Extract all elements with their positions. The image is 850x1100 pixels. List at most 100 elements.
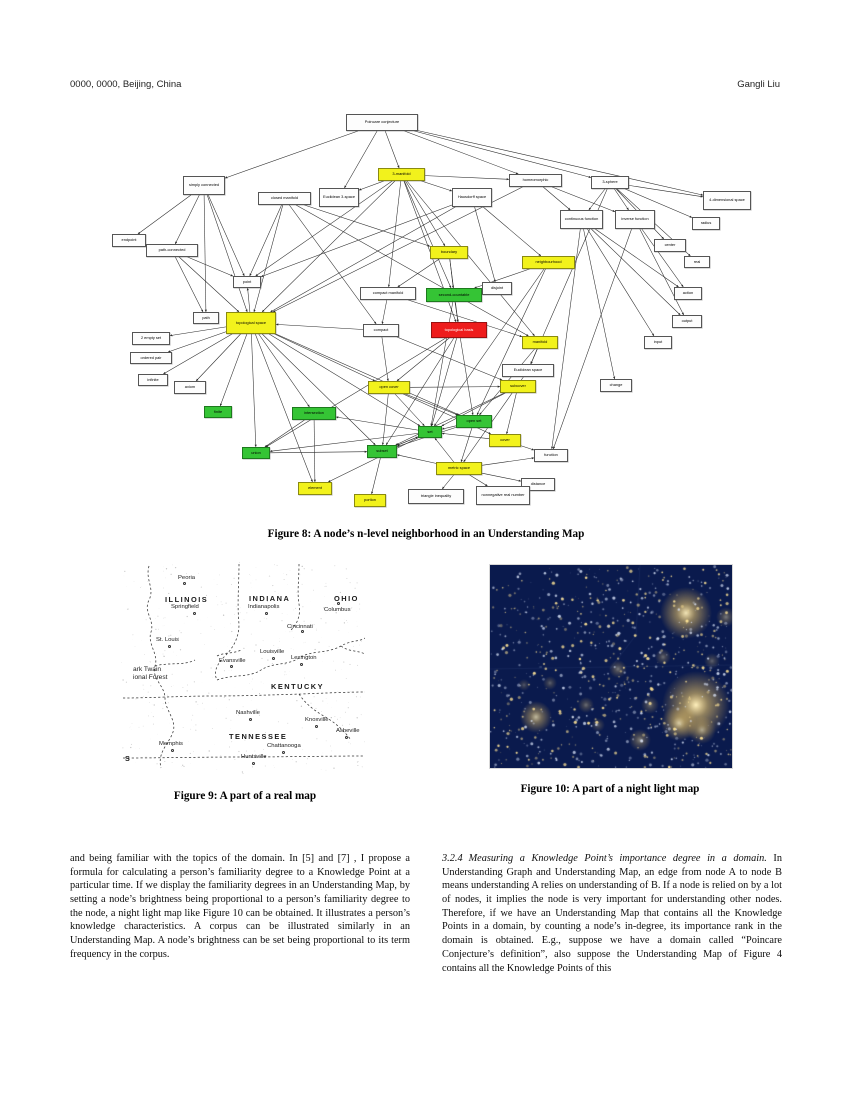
map-city-label-stlouis: St. Louis xyxy=(156,637,179,643)
graph-node-simply[interactable]: simply connected xyxy=(183,176,225,195)
graph-node-axiom[interactable]: axiom xyxy=(174,381,206,394)
graph-node-topologicalbasis[interactable]: topological basis xyxy=(431,322,487,338)
running-head-left: 0000, 0000, Beijing, China xyxy=(70,79,182,90)
graph-node-triangleineq[interactable]: triangle inequality xyxy=(408,489,464,504)
figure-9-caption: Figure 9: A part of a real map xyxy=(173,790,317,802)
graph-node-3sphere[interactable]: 3-sphere xyxy=(591,176,629,189)
map-city-label-cincinnati: Cincinnati xyxy=(287,624,313,630)
map-city-label-memphis: Memphis xyxy=(159,741,183,747)
graph-node-subset[interactable]: subset xyxy=(367,445,397,458)
graph-node-action[interactable]: action xyxy=(674,287,702,300)
map-state-label-illinois: ILLINOIS xyxy=(165,595,209,604)
graph-node-3manifold[interactable]: 3-manifold xyxy=(378,168,425,181)
figure-10-caption: Figure 10: A part of a night light map xyxy=(520,783,700,795)
map-state-label-indiana: INDIANA xyxy=(249,594,291,603)
map-city-dot xyxy=(230,665,233,668)
map-city-dot xyxy=(183,582,186,585)
graph-node-neighbourhood[interactable]: neighbourhood xyxy=(522,256,575,269)
graph-node-function[interactable]: function xyxy=(534,449,568,462)
map-city-label-huntsville: Huntsville xyxy=(241,754,267,760)
graph-node-euclidean3[interactable]: Euclidean 3-space xyxy=(319,188,359,207)
map-city-dot xyxy=(265,612,268,615)
figure-8-caption: Figure 8: A node’s n-level neighborhood … xyxy=(267,528,585,540)
map-city-dot xyxy=(301,630,304,633)
graph-node-4dim[interactable]: 4-dimensional space xyxy=(703,191,751,210)
running-head: 0000, 0000, Beijing, China Gangli Liu xyxy=(70,79,780,90)
graph-node-element[interactable]: element xyxy=(298,482,332,495)
night-light-canvas xyxy=(490,565,732,768)
map-city-dot xyxy=(193,612,196,615)
graph-node-endpoint[interactable]: endpoint xyxy=(112,234,146,247)
map-city-label-indianapolis: Indianapolis xyxy=(248,604,280,610)
figure-8-graph: Poincare conjecture 3-manifold simply conn… xyxy=(70,104,782,522)
graph-node-output[interactable]: output xyxy=(672,315,702,328)
graph-node-euclideanspace[interactable]: Euclidean space xyxy=(502,364,554,377)
graph-node-manifold[interactable]: manifold xyxy=(522,336,558,349)
map-state-label-tennessee: TENNESSEE xyxy=(229,732,288,741)
body-left-column: and being familiar with the topics of th… xyxy=(70,852,410,1002)
graph-node-input[interactable]: input xyxy=(644,336,672,349)
section-number: 3.2.4 xyxy=(442,853,463,864)
map-city-dot xyxy=(272,657,275,660)
map-city-dot xyxy=(249,718,252,721)
running-head-right: Gangli Liu xyxy=(737,79,780,90)
map-city-dot xyxy=(300,663,303,666)
graph-node-set[interactable]: set xyxy=(418,426,442,438)
body-right-column: 3.2.4 Measuring a Knowledge Point’s impor… xyxy=(442,852,782,1002)
map-area-label-0: ark Twain xyxy=(133,666,162,673)
graph-node-disjoint[interactable]: disjoint xyxy=(482,282,512,295)
graph-node-closedmanifold[interactable]: closed manifold xyxy=(258,192,311,205)
graph-node-cover[interactable]: cover xyxy=(489,434,521,447)
graph-node-infinite[interactable]: infinite xyxy=(138,374,168,386)
map-city-label-knoxville: Knoxville xyxy=(305,717,329,723)
graph-node-poincare[interactable]: Poincare conjecture xyxy=(346,114,418,131)
graph-node-path[interactable]: path xyxy=(193,312,219,324)
map-linework xyxy=(121,562,365,774)
left-paragraph: and being familiar with the topics of th… xyxy=(70,853,410,960)
graph-edges xyxy=(137,130,704,495)
map-city-label-nashville: Nashville xyxy=(236,710,260,716)
map-city-dot xyxy=(168,645,171,648)
graph-node-boundary[interactable]: boundary xyxy=(430,246,468,259)
graph-node-emptyset[interactable]: 2 empty set xyxy=(132,332,170,345)
graph-node-orderedpair[interactable]: ordered pair xyxy=(130,352,172,364)
section-title: Measuring a Knowledge Point’s importance… xyxy=(468,853,767,864)
graph-node-subcover[interactable]: subcover xyxy=(500,380,536,393)
graph-node-continuousfn[interactable]: continuous function xyxy=(560,210,603,229)
right-paragraph: 3.2.4 Measuring a Knowledge Point’s impor… xyxy=(442,852,782,975)
graph-node-compact[interactable]: compact xyxy=(363,324,399,337)
graph-node-center[interactable]: center xyxy=(654,239,686,252)
graph-node-radius[interactable]: radius xyxy=(692,217,720,230)
map-state-label-kentucky: KENTUCKY xyxy=(271,682,325,691)
graph-node-compactmanifold[interactable]: compact manifold xyxy=(360,287,416,300)
map-city-dot xyxy=(252,762,255,765)
graph-node-opencover[interactable]: open cover xyxy=(368,381,410,394)
map-city-label-lexington: Lexington xyxy=(291,655,317,661)
graph-node-pathconnected[interactable]: path-connected xyxy=(146,244,198,257)
map-city-label-evansville: Evansville xyxy=(219,658,246,664)
body-columns: and being familiar with the topics of th… xyxy=(70,852,782,1002)
graph-node-point[interactable]: point xyxy=(233,276,261,288)
graph-node-secondcountable[interactable]: second-countable xyxy=(426,288,482,302)
graph-node-intersection[interactable]: intersection xyxy=(292,407,336,420)
graph-node-change[interactable]: change xyxy=(600,379,632,392)
graph-node-union[interactable]: union xyxy=(242,447,270,459)
graph-node-topologicalspace[interactable]: topological space xyxy=(226,312,276,334)
map-city-label-louisville: Louisville xyxy=(260,649,285,655)
map-area-label-1: ional Forest xyxy=(133,674,168,681)
right-paragraph-text: In Understanding Graph and Understanding… xyxy=(442,853,782,974)
graph-node-hausdorff[interactable]: Hausdorff space xyxy=(452,188,492,207)
map-city-label-asheville: Asheville xyxy=(336,728,360,734)
map-corner-marker: S xyxy=(125,754,130,763)
graph-node-real[interactable]: real xyxy=(684,256,710,268)
graph-node-nonnegreal[interactable]: nonnegative real number xyxy=(476,486,530,505)
graph-node-inversefn[interactable]: inverse function xyxy=(615,210,655,229)
map-city-dot xyxy=(282,751,285,754)
graph-node-homeomorphic[interactable]: homeomorphic xyxy=(509,174,562,187)
graph-node-openset[interactable]: open set xyxy=(456,415,492,428)
graph-node-finite[interactable]: finite xyxy=(204,406,232,418)
graph-node-portion[interactable]: portion xyxy=(354,494,386,507)
graph-node-metricspace[interactable]: metric space xyxy=(436,462,482,475)
